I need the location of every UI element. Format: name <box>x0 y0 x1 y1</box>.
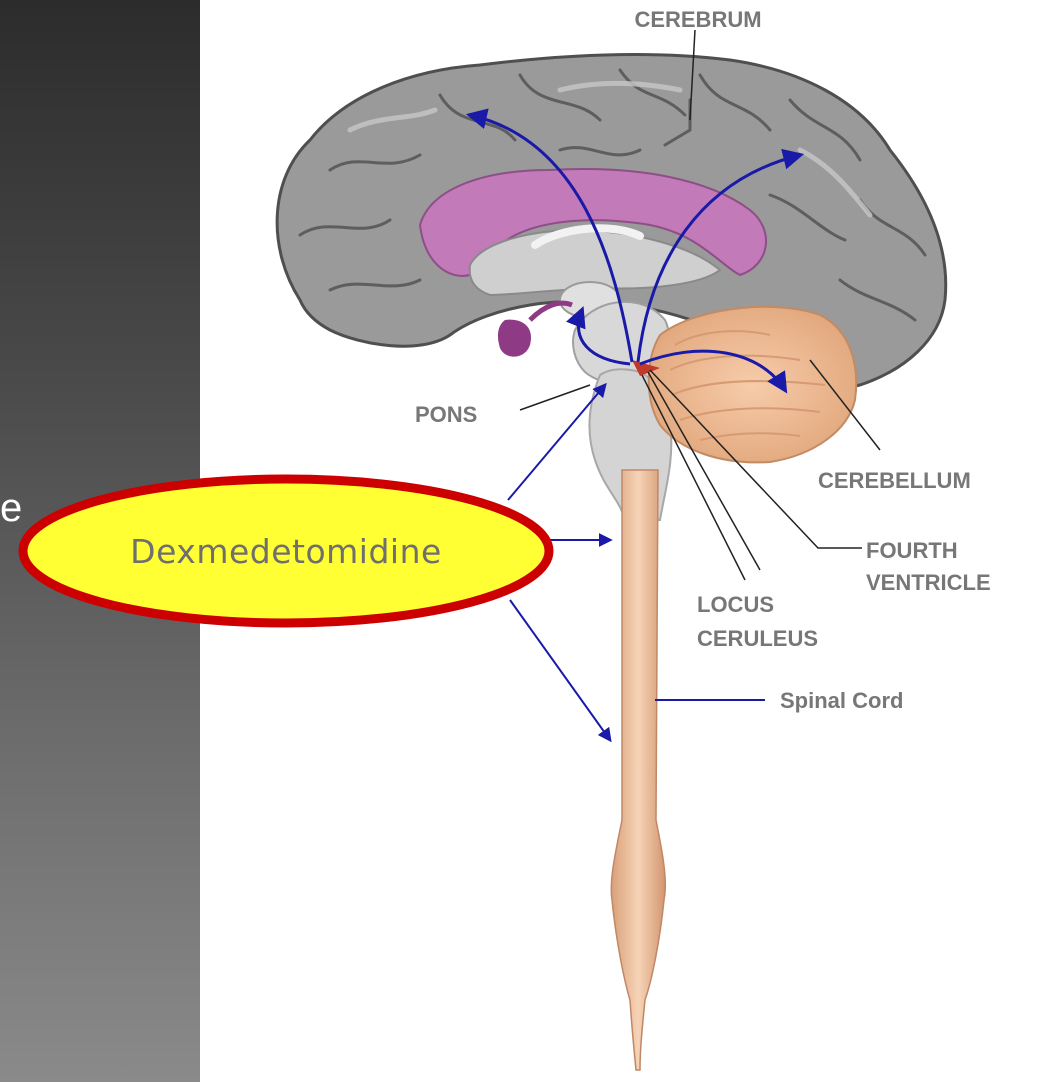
label-cerebellum: CEREBELLUM <box>818 468 971 493</box>
drug-label: Dexmedetomidine <box>130 532 442 571</box>
spinal-cord <box>611 470 665 1070</box>
pons-leader <box>520 385 590 410</box>
label-spinal-cord: Spinal Cord <box>780 688 903 713</box>
cerebellum-shape <box>649 307 856 463</box>
label-fourth-ventricle-line2: VENTRICLE <box>866 570 991 595</box>
label-pons: PONS <box>415 402 477 427</box>
drug-arrow-to-spinal-cord-lower <box>510 600 610 740</box>
label-cerebrum: CEREBRUM <box>634 7 761 32</box>
drug-callout: Dexmedetomidine <box>23 479 549 623</box>
label-locus-line1: LOCUS <box>697 592 774 617</box>
pituitary <box>498 303 572 357</box>
label-locus-line2: CERULEUS <box>697 626 818 651</box>
label-fourth-ventricle-line1: FOURTH <box>866 538 958 563</box>
